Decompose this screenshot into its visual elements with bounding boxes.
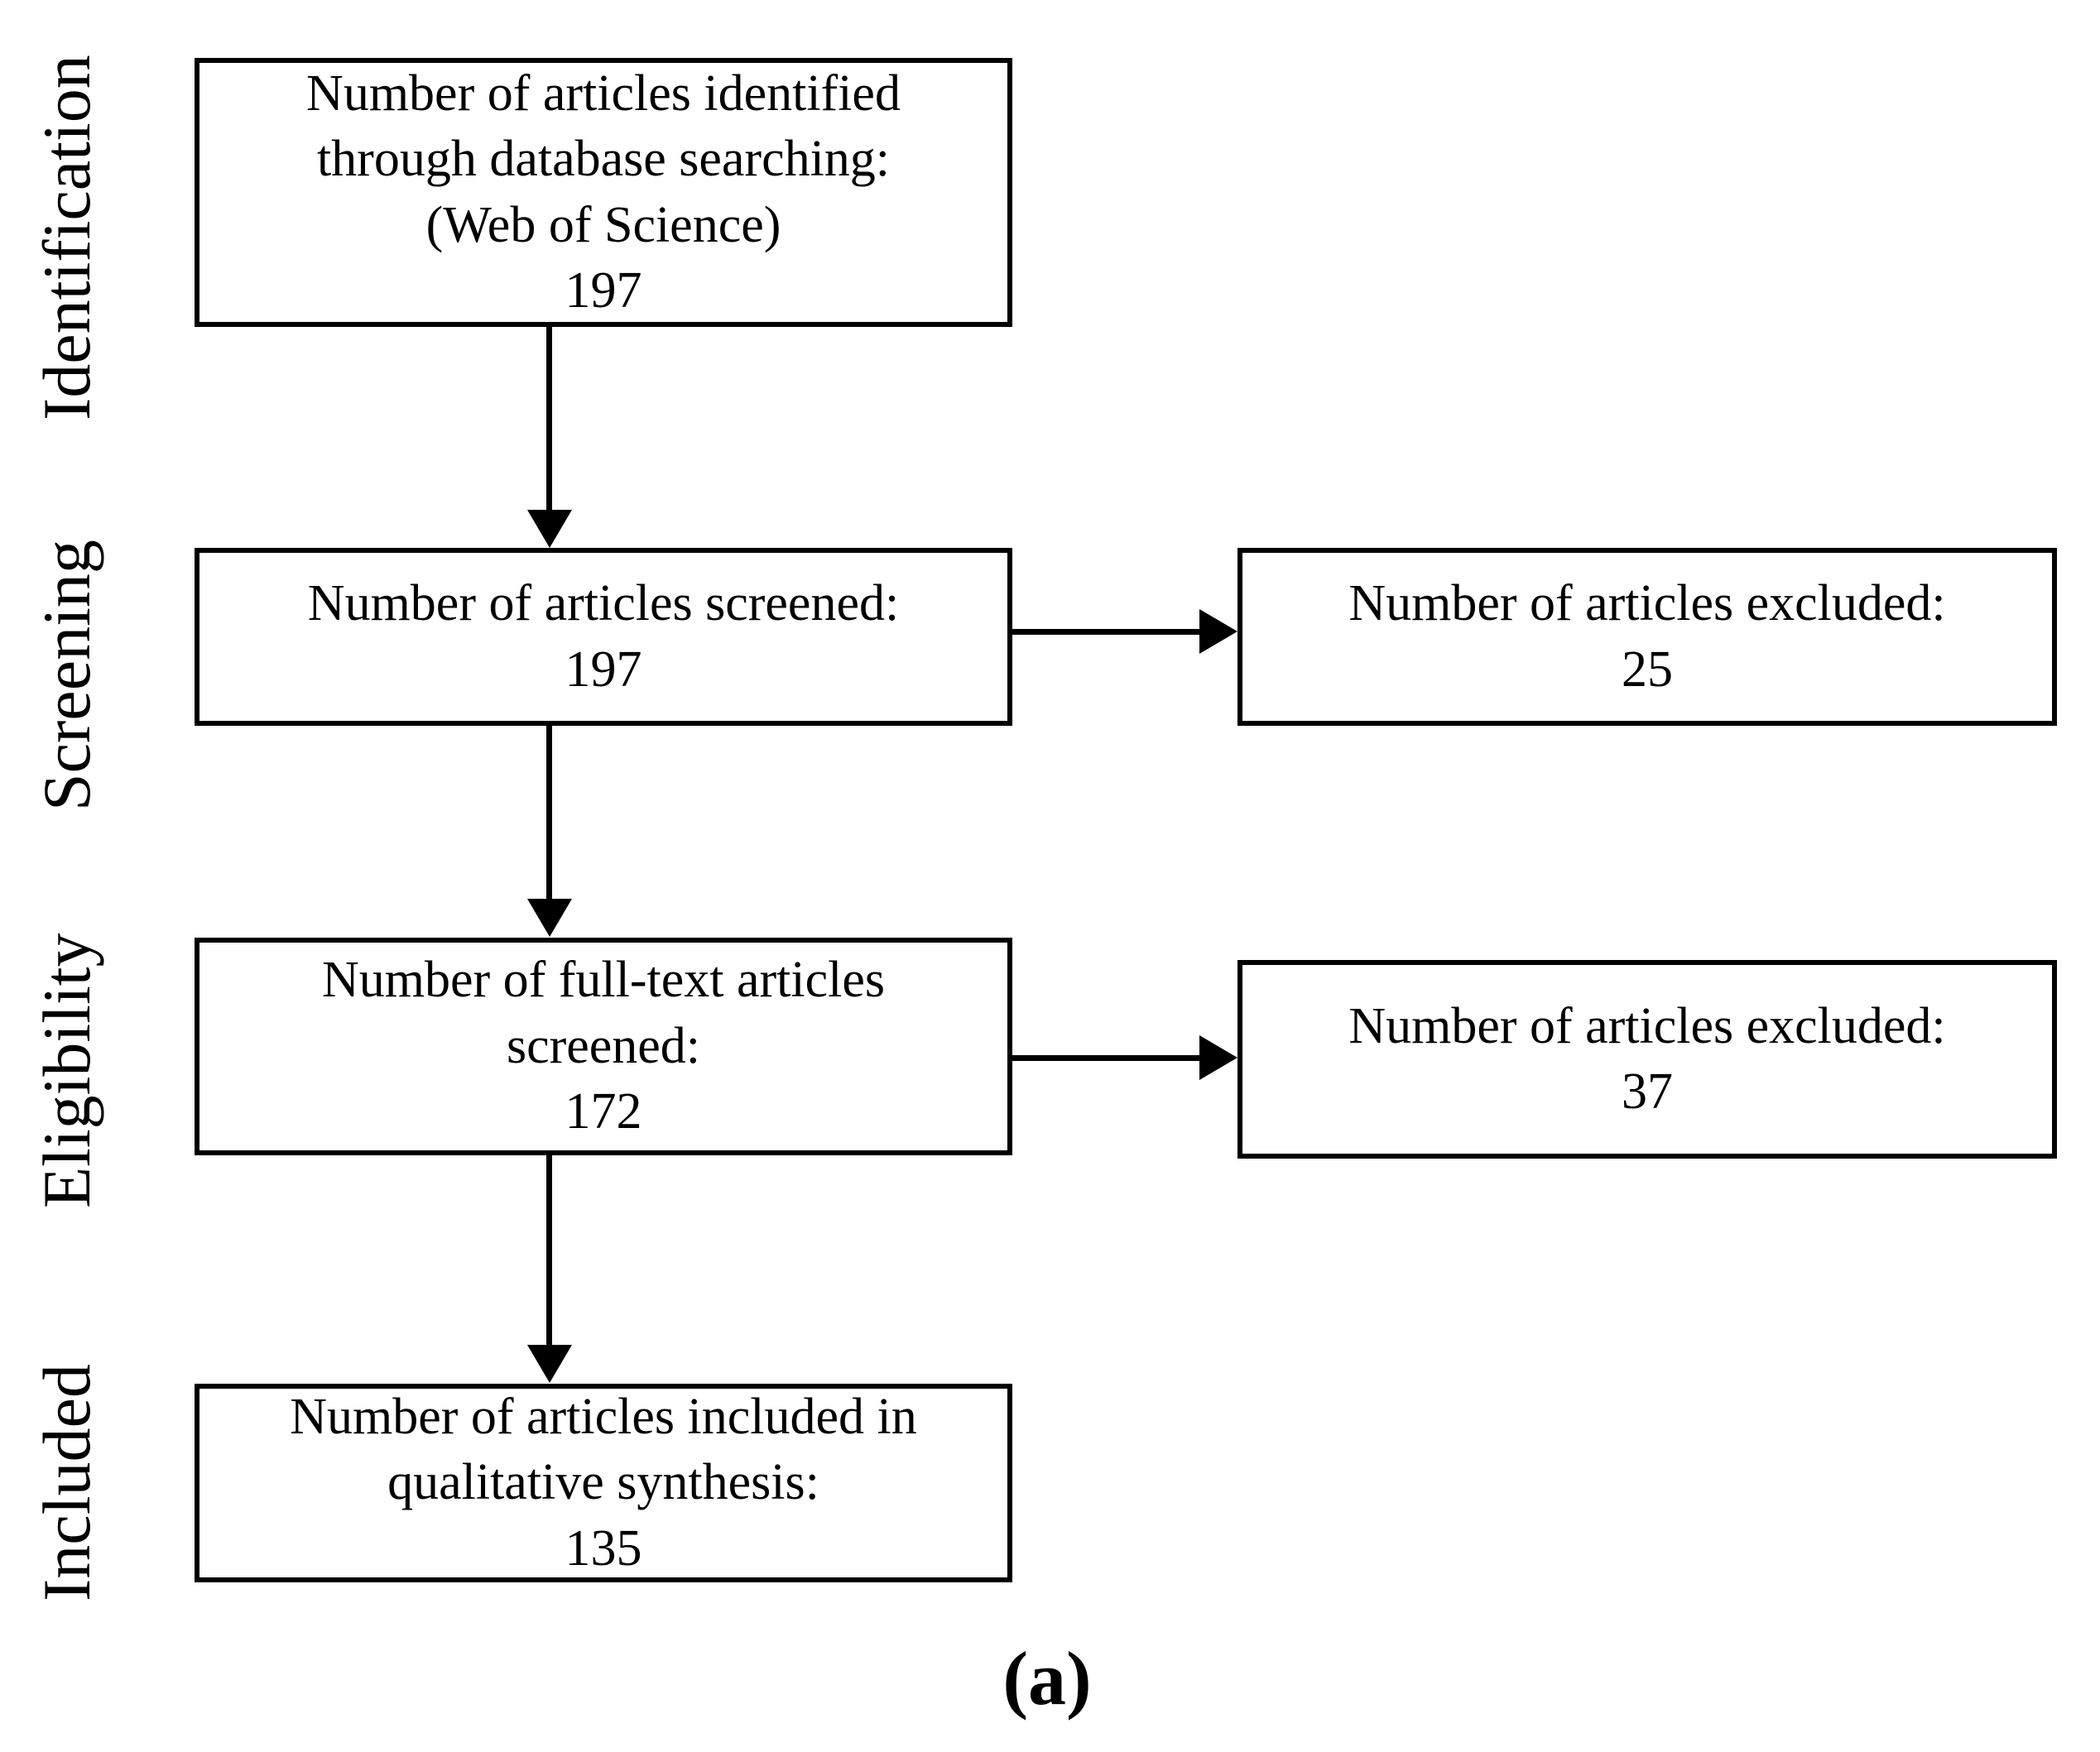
arrowhead-screened-to-fulltext — [527, 899, 572, 937]
box-excluded-eligibility-line1: Number of articles excluded: — [1348, 997, 1946, 1054]
connector-screened-to-excluded — [1012, 629, 1201, 635]
stage-label-screening: Screening — [29, 540, 104, 811]
box-fulltext-line2: screened: — [506, 1017, 701, 1074]
arrowhead-fulltext-to-excluded — [1199, 1035, 1237, 1080]
box-fulltext-line1: Number of full-text articles — [321, 952, 886, 1009]
box-identified-line2: through database searching: — [316, 131, 891, 188]
box-included-line2: qualitative synthesis: — [387, 1454, 819, 1511]
connector-fulltext-to-included — [546, 1155, 552, 1347]
box-articles-included: Number of articles included in qualitati… — [195, 1384, 1012, 1582]
connector-identified-to-screened — [546, 327, 552, 514]
box-articles-excluded-screening: Number of articles excluded: 25 — [1237, 548, 2057, 726]
box-included-line1: Number of articles included in — [290, 1388, 917, 1445]
arrowhead-fulltext-to-included — [527, 1345, 572, 1383]
box-excluded-screening-line1: Number of articles excluded: — [1348, 575, 1946, 632]
box-fulltext-count: 172 — [565, 1083, 642, 1140]
box-excluded-screening-count: 25 — [1622, 641, 1673, 698]
stage-label-identification: Identification — [29, 55, 104, 420]
box-identified-count: 197 — [565, 262, 642, 319]
box-articles-identified: Number of articles identified through da… — [195, 58, 1012, 327]
box-identified-line1: Number of articles identified — [306, 65, 901, 122]
connector-screened-to-fulltext — [546, 726, 552, 901]
box-articles-excluded-eligibility: Number of articles excluded: 37 — [1237, 960, 2057, 1159]
box-screened-count: 197 — [565, 641, 642, 698]
box-screened-line1: Number of articles screened: — [307, 575, 900, 632]
arrowhead-identified-to-screened — [527, 510, 572, 548]
box-included-count: 135 — [565, 1519, 642, 1577]
box-excluded-eligibility-count: 37 — [1622, 1063, 1673, 1120]
stage-label-included: Included — [29, 1364, 104, 1601]
box-fulltext-articles-screened: Number of full-text articles screened: 1… — [195, 938, 1012, 1155]
box-identified-line3: (Web of Science) — [425, 196, 781, 253]
stage-label-eligibility: Eligibility — [29, 933, 104, 1208]
arrowhead-screened-to-excluded — [1199, 609, 1237, 654]
connector-fulltext-to-excluded — [1012, 1055, 1201, 1061]
box-articles-screened: Number of articles screened: 197 — [195, 548, 1012, 726]
figure-caption: (a) — [1002, 1636, 1092, 1721]
